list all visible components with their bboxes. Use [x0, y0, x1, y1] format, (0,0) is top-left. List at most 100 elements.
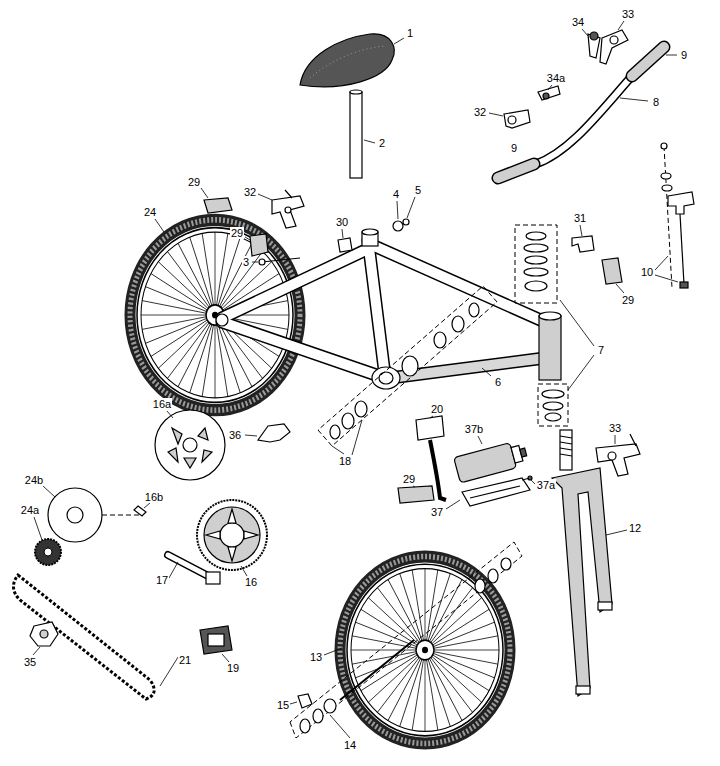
bottom-bracket-parts [318, 286, 497, 446]
leader-lines [342, 229, 343, 238]
callout-number: 30 [335, 216, 349, 228]
callout-number: 9 [680, 49, 688, 61]
bottle-cage [470, 486, 520, 498]
front-axle-parts [290, 542, 522, 738]
leader-lines [34, 517, 42, 540]
rear-reflector-assembly [661, 143, 694, 288]
callout-number: 34 [571, 16, 585, 28]
rear-caliper [285, 207, 291, 213]
leader-lines [245, 237, 250, 240]
callout-number: 33 [608, 422, 622, 434]
callout-number: 3 [242, 256, 250, 268]
leader-lines [548, 85, 552, 90]
handlebar [632, 47, 664, 76]
frame [539, 312, 561, 320]
front-caliper [596, 444, 640, 476]
seat-bolt [393, 219, 409, 231]
sprocket [35, 539, 61, 565]
callout-number: 31 [573, 212, 587, 224]
leader-lines [258, 194, 272, 200]
leader-lines [430, 416, 433, 418]
pedal [200, 626, 232, 654]
rear-reflector-assembly [664, 146, 672, 288]
chainring [197, 500, 267, 570]
derailleur-guard [30, 622, 58, 646]
pedal [208, 634, 224, 646]
callout-number: 2 [378, 137, 386, 149]
headset-parts [524, 244, 548, 252]
frame [372, 245, 545, 322]
leader-lines [568, 355, 594, 390]
reflector [204, 198, 232, 213]
callout-number: 29 [187, 176, 201, 188]
leader-lines [33, 21, 678, 738]
reflector [250, 234, 268, 256]
saddle [310, 46, 385, 78]
callout-number: 32 [473, 106, 487, 118]
chain-guard [155, 410, 225, 480]
headset-parts [538, 384, 568, 426]
seat-clamp [338, 238, 352, 252]
leader-lines [290, 702, 297, 704]
callout-number: 7 [597, 344, 605, 356]
brake-levers [538, 86, 560, 100]
sprocket [44, 548, 52, 556]
seat-bolt [393, 221, 403, 231]
callout-number: 29 [621, 294, 635, 306]
fork [598, 602, 612, 610]
leader-lines [201, 188, 208, 198]
callout-number: 35 [23, 656, 37, 668]
leader-lines [413, 486, 415, 487]
fork [552, 430, 612, 696]
leader-lines [580, 225, 582, 236]
fork [560, 430, 572, 470]
bottom-bracket-parts [434, 332, 446, 348]
chainring [197, 500, 267, 570]
water-bottle [520, 448, 527, 457]
brake-levers [504, 30, 628, 128]
handlebar [498, 47, 664, 178]
leader-lines [615, 435, 616, 444]
rear-wheel [130, 220, 300, 410]
freewheel-disc [48, 488, 102, 542]
leader-lines [489, 113, 503, 116]
front-caliper [608, 452, 616, 460]
chain-guard [183, 438, 197, 452]
chainring [206, 509, 258, 561]
callout-number: 33 [621, 8, 635, 20]
bottom-bracket-parts [342, 413, 354, 429]
frame [222, 322, 385, 378]
callout-number: 16 [244, 576, 258, 588]
crank [168, 555, 220, 584]
front-caliper [630, 434, 636, 446]
bottom-bracket-parts [402, 356, 418, 376]
bracket [572, 236, 594, 252]
headset-parts [515, 225, 568, 426]
frame [222, 248, 370, 318]
fork [552, 468, 612, 696]
leader-lines [446, 500, 460, 509]
freewheel-disc [102, 515, 140, 516]
front-axle-parts [488, 569, 498, 583]
callout-number: 15 [276, 699, 290, 711]
leader-lines [43, 486, 55, 497]
callout-number: 19 [226, 662, 240, 674]
handlebar [498, 164, 534, 178]
callout-number: 37a [536, 479, 556, 491]
leader-lines [155, 219, 164, 232]
front-axle-parts [501, 558, 511, 570]
headset-parts [525, 281, 547, 291]
callout-number: 17 [155, 574, 169, 586]
brake-levers [600, 30, 628, 64]
leader-lines [364, 140, 375, 143]
frame [216, 229, 561, 389]
bottom-bracket-parts [355, 401, 367, 417]
callout-number: 6 [494, 376, 502, 388]
rear-reflector-assembly [661, 173, 671, 179]
callout-number: 29 [402, 473, 416, 485]
frame [362, 229, 378, 235]
bottom-bracket-parts [330, 425, 340, 439]
headset-parts [542, 390, 564, 398]
